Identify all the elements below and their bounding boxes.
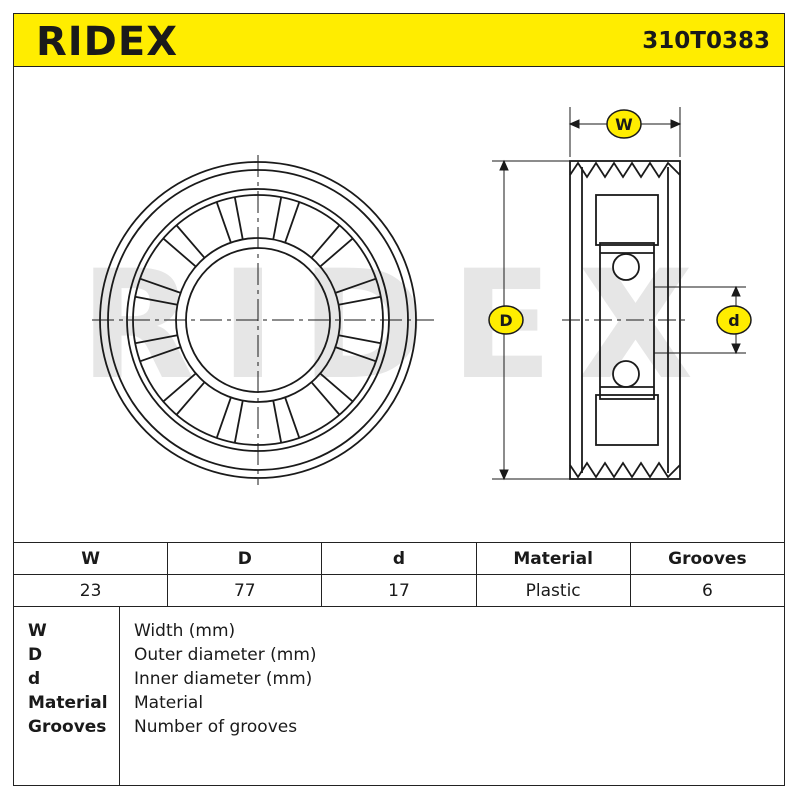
spoke-edge: [319, 237, 354, 268]
spoke-edge: [215, 397, 232, 439]
legend-divider: [119, 607, 120, 785]
spoke-edge: [135, 295, 178, 306]
spokes: [135, 197, 381, 443]
spoke-edge: [215, 201, 232, 243]
spoke-edge: [335, 346, 377, 363]
spoke-edge: [233, 197, 244, 240]
specs-header-row: W D d Material Grooves: [12, 542, 786, 575]
spoke-edge: [310, 224, 341, 259]
legend-key: W: [28, 621, 47, 641]
spoke-edge: [175, 381, 206, 416]
spec-header-width: W: [12, 542, 169, 575]
side-view: [562, 160, 690, 480]
legend-desc: Width (mm): [134, 621, 236, 641]
legend-desc: Material: [134, 693, 204, 713]
spoke-edge: [233, 400, 244, 443]
spoke-edge: [162, 372, 197, 403]
spoke-edge: [139, 346, 181, 363]
spoke-edge: [284, 201, 301, 243]
badge-inner-diameter-label: d: [728, 311, 739, 330]
legend-desc: Inner diameter (mm): [134, 669, 313, 689]
spoke-edge: [310, 381, 341, 416]
spec-value-width: 23: [12, 574, 169, 607]
spoke-edge: [272, 197, 283, 240]
legend-key: Grooves: [28, 717, 107, 737]
header-bar: RIDEX 310T0383: [13, 13, 785, 67]
part-number: 310T0383: [642, 28, 770, 54]
bottom-grooves: [569, 461, 681, 479]
badge-width-label: W: [615, 115, 633, 134]
spoke-edge: [284, 397, 301, 439]
dimension-lines: [492, 107, 746, 481]
watermark-text: RIDEX: [80, 239, 719, 413]
spoke-edge: [338, 295, 381, 306]
legend-key: D: [28, 645, 43, 665]
specs-table: W D d Material Grooves 23 77 17 Plastic …: [12, 542, 786, 607]
spec-header-grooves: Grooves: [629, 542, 786, 575]
spec-header-inner-diameter: d: [321, 542, 477, 575]
spoke-edge: [338, 334, 381, 345]
legend-panel: W Width (mm) D Outer diameter (mm) d Inn…: [13, 606, 785, 786]
spec-value-outer-diameter: 77: [167, 574, 323, 607]
spec-value-inner-diameter: 17: [321, 574, 477, 607]
top-grooves: [569, 161, 681, 179]
spoke-edge: [139, 277, 181, 294]
spoke-edge: [335, 277, 377, 294]
spoke-edge: [272, 400, 283, 443]
legend-key: Material: [28, 693, 108, 713]
pulley-drawing: RIDEX: [80, 107, 752, 485]
spec-value-grooves: 6: [629, 574, 786, 607]
legend-desc: Outer diameter (mm): [134, 645, 317, 665]
spoke-edge: [162, 237, 197, 268]
spoke-edge: [175, 224, 206, 259]
spec-header-material: Material: [475, 542, 631, 575]
badge-outer-diameter: D: [488, 305, 524, 335]
legend-desc: Number of grooves: [134, 717, 298, 737]
brand-logo: RIDEX: [36, 19, 179, 65]
spec-value-material: Plastic: [475, 574, 631, 607]
front-view: [92, 155, 434, 485]
spoke-edge: [135, 334, 178, 345]
spec-header-outer-diameter: D: [167, 542, 323, 575]
badge-inner-diameter: d: [716, 305, 752, 335]
badge-width: W: [606, 109, 642, 139]
legend-key: d: [28, 669, 41, 689]
badge-outer-diameter-label: D: [499, 311, 512, 330]
specs-value-row: 23 77 17 Plastic 6: [12, 574, 786, 607]
spoke-edge: [319, 372, 354, 403]
